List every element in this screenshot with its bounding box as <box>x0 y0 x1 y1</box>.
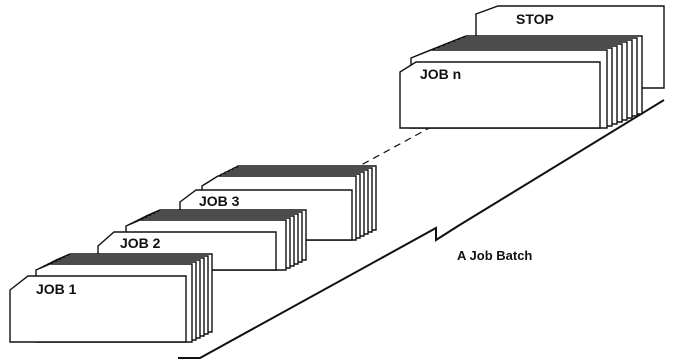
batch-caption: A Job Batch <box>457 248 532 263</box>
job-1-deck: JOB 1 <box>9 253 213 343</box>
continuation-dashed-line <box>351 94 491 171</box>
job-1-label: JOB 1 <box>36 281 77 297</box>
job-n-card-stack <box>399 35 643 129</box>
batch-base-edge <box>178 99 665 359</box>
job-3-label: JOB 3 <box>199 193 240 209</box>
job-n-label: JOB n <box>420 66 461 82</box>
stop-label: STOP <box>516 11 554 27</box>
job-1-card-stack <box>9 253 213 343</box>
job-2-label: JOB 2 <box>120 235 161 251</box>
job-n-deck: JOB n <box>399 35 643 129</box>
